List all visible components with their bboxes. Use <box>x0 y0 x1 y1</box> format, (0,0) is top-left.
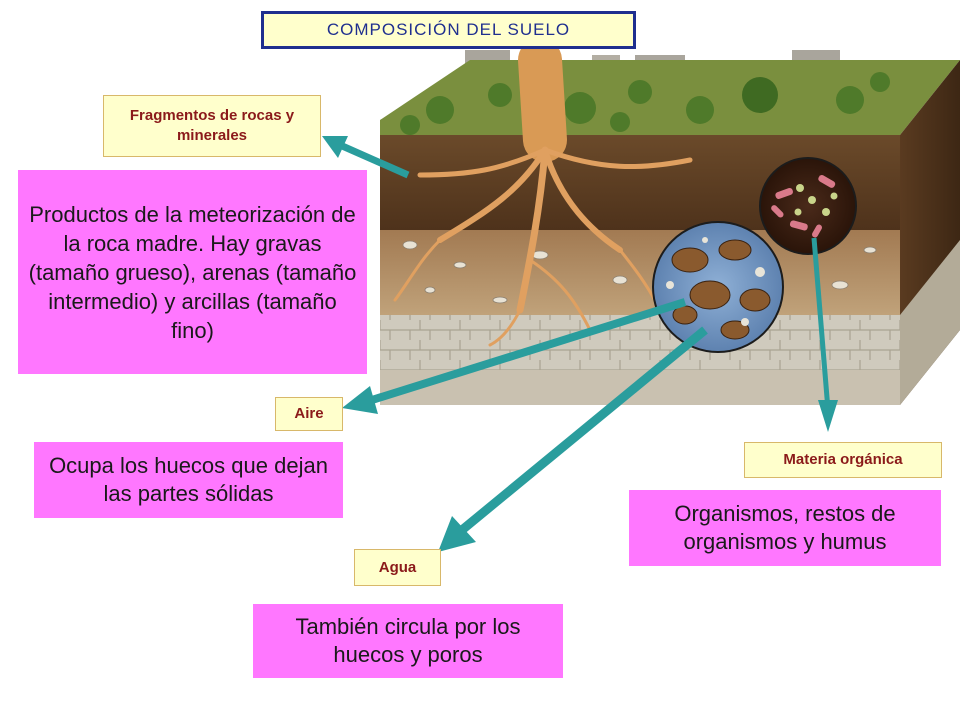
arrow-materia <box>811 237 838 432</box>
arrow-agua <box>438 326 708 552</box>
description-agua: También circula por los huecos y poros <box>253 604 563 678</box>
label-fragmentos: Fragmentos de rocas y minerales <box>103 95 321 157</box>
arrow-fragmentos <box>322 136 410 179</box>
description-materia: Organismos, restos de organismos y humus <box>629 490 941 566</box>
arrow-aire <box>342 298 687 414</box>
label-agua: Agua <box>354 549 441 586</box>
label-materia: Materia orgánica <box>744 442 942 478</box>
description-aire: Ocupa los huecos que dejan las partes só… <box>34 442 343 518</box>
grass-surface <box>380 60 960 135</box>
tree-roots <box>393 38 693 347</box>
vegetation <box>400 72 890 135</box>
description-fragmentos: Productos de la meteorización de la roca… <box>18 170 367 374</box>
organic-magnifier <box>759 157 857 255</box>
label-aire: Aire <box>275 397 343 431</box>
page-title: COMPOSICIÓN DEL SUELO <box>261 11 636 49</box>
pore-magnifier <box>652 221 784 353</box>
soil-horizon-c <box>380 315 900 370</box>
